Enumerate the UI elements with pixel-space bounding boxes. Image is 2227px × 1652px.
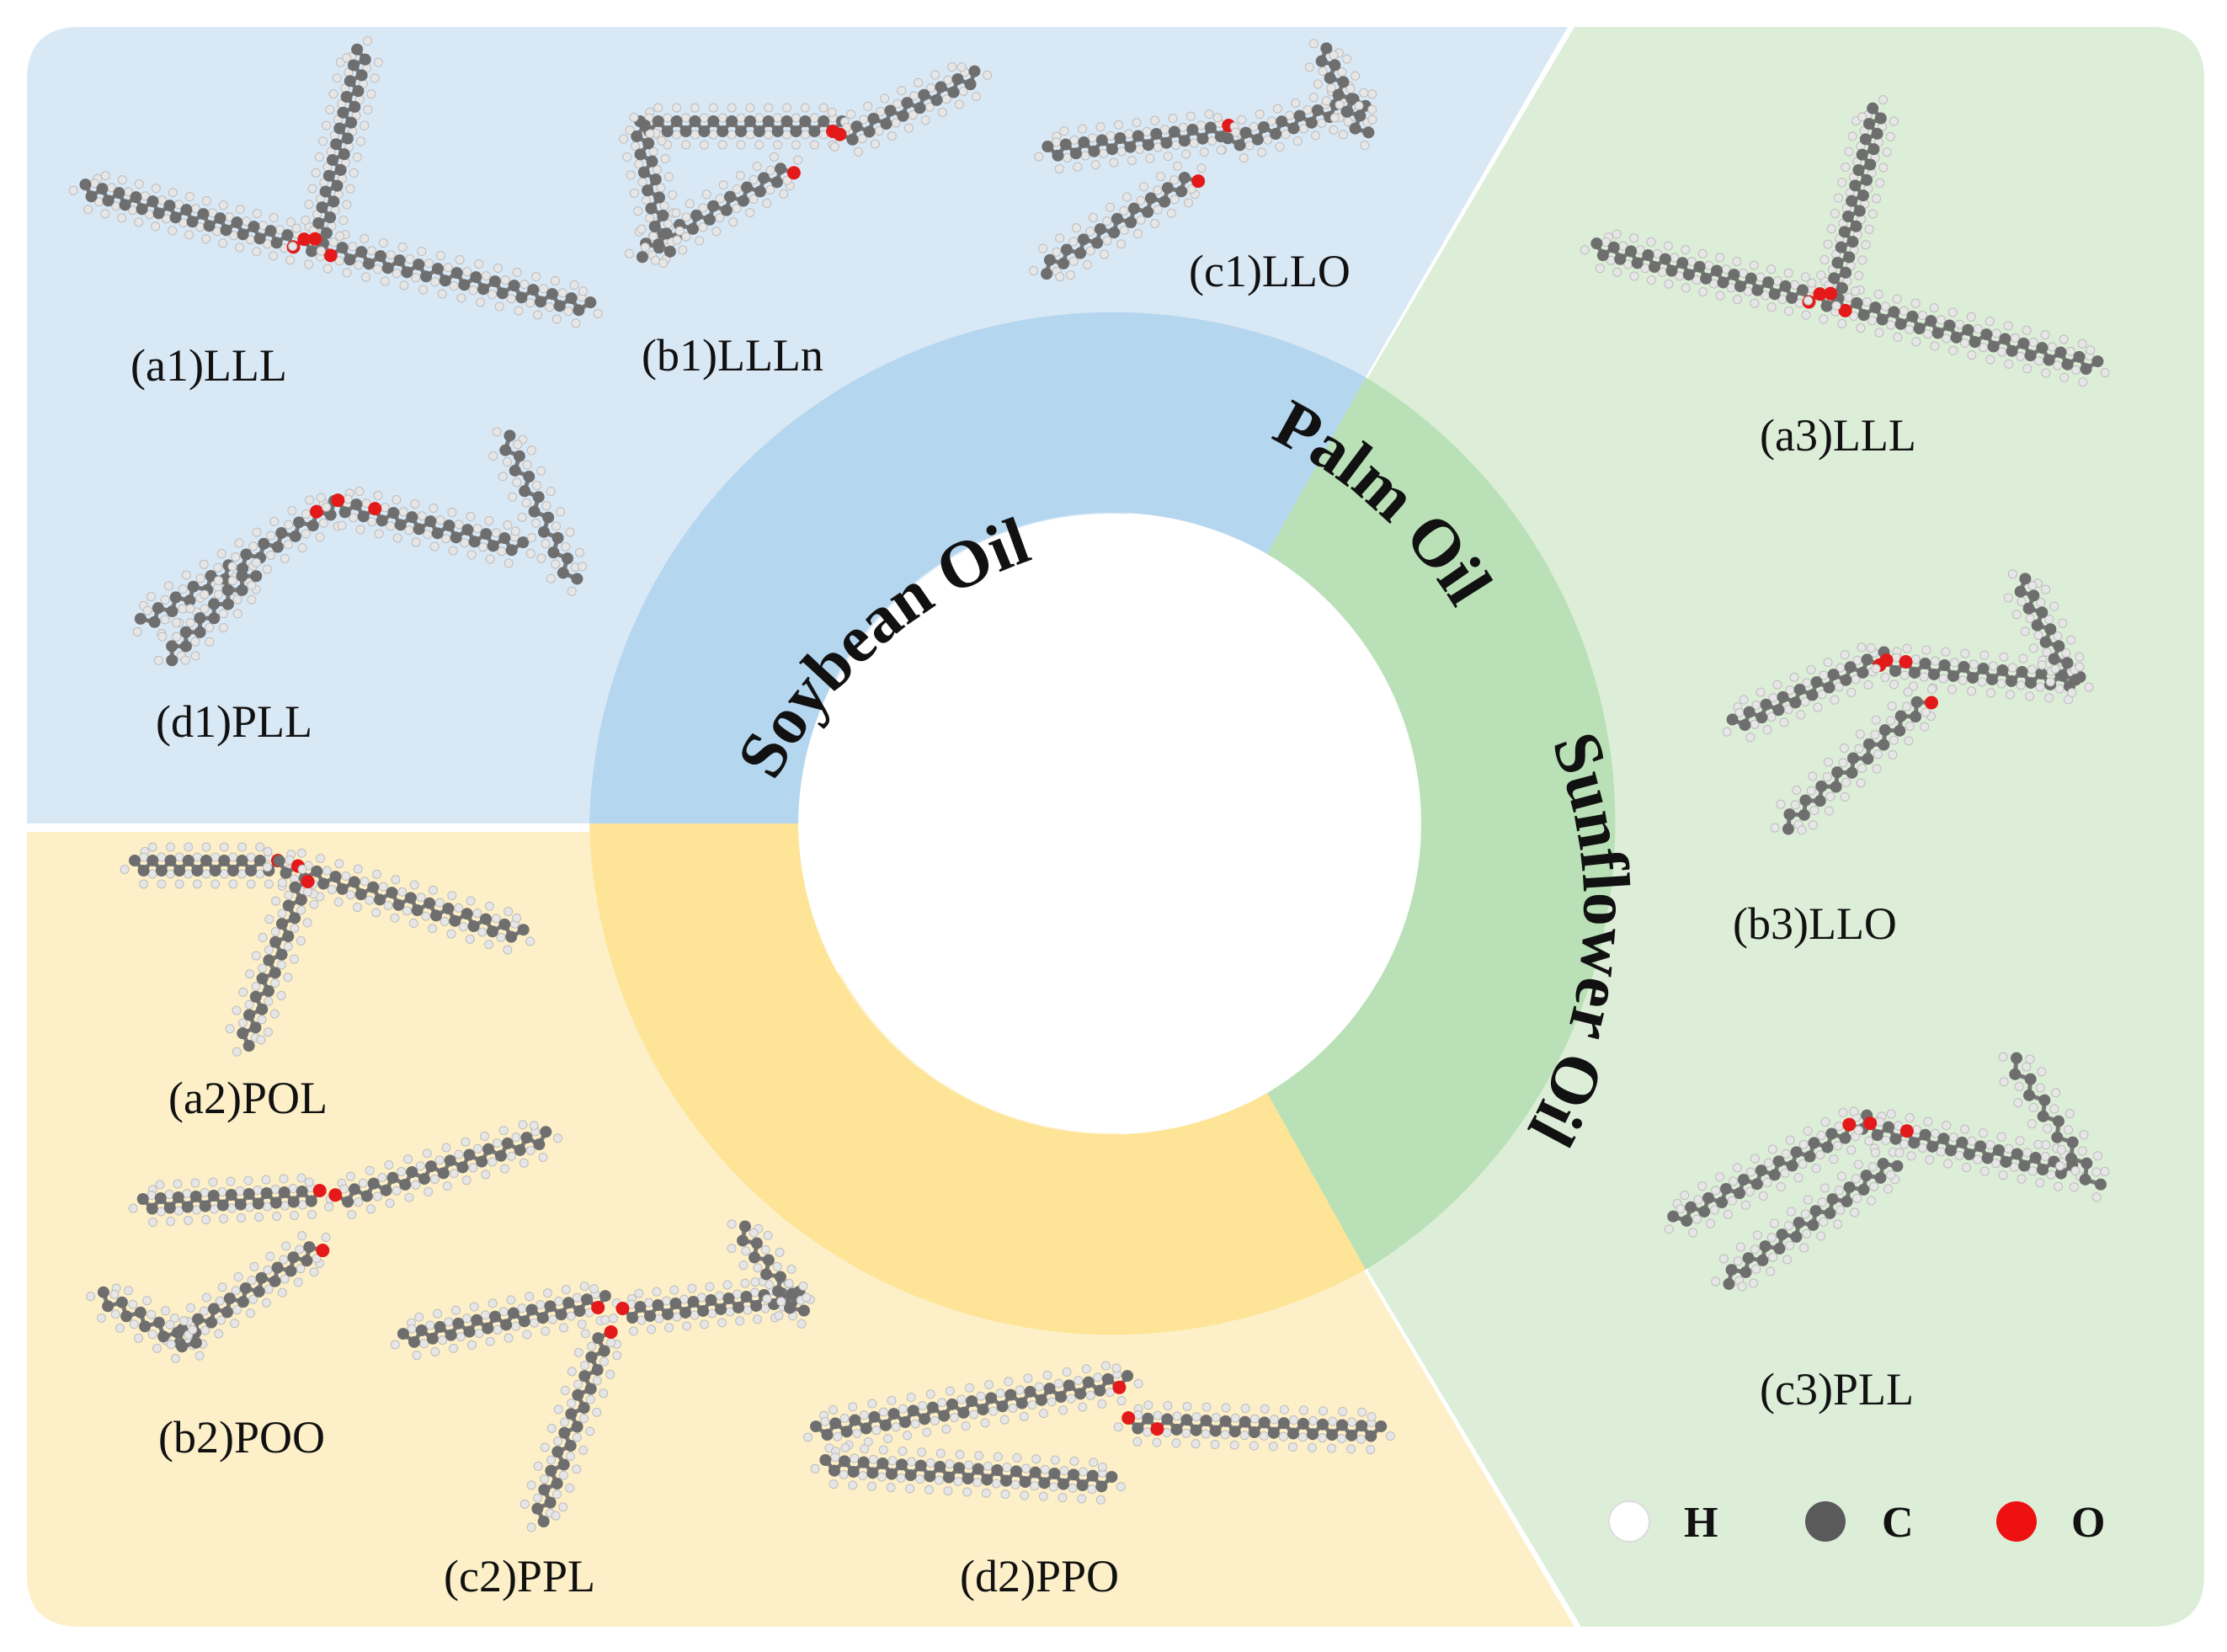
molecule-label-b1: (b1)LLLn bbox=[642, 330, 823, 381]
oxygen-legend-label: O bbox=[2071, 1499, 2105, 1547]
molecule-label-a3: (a3)LLL bbox=[1760, 410, 1916, 461]
molecule-label-c2: (c2)PPL bbox=[444, 1551, 595, 1601]
oxygen-legend-dot bbox=[1996, 1501, 2037, 1542]
molecule-label-c1: (c1)LLO bbox=[1189, 246, 1351, 296]
hydrogen-legend-label: H bbox=[1684, 1499, 1718, 1547]
molecule-label-c3: (c3)PLL bbox=[1760, 1364, 1914, 1415]
molecule-label-b2: (b2)POO bbox=[158, 1412, 325, 1463]
molecule-label-b3: (b3)LLO bbox=[1733, 898, 1897, 949]
molecule-label-a2: (a2)POL bbox=[168, 1073, 328, 1123]
hydrogen-legend-dot bbox=[1609, 1501, 1649, 1542]
carbon-legend-dot bbox=[1805, 1501, 1846, 1542]
molecule-label-a1: (a1)LLL bbox=[131, 340, 287, 391]
carbon-legend-label: C bbox=[1882, 1499, 1914, 1547]
molecule-label-d2: (d2)PPO bbox=[960, 1551, 1119, 1601]
molecule-label-d1: (d1)PLL bbox=[156, 696, 312, 747]
